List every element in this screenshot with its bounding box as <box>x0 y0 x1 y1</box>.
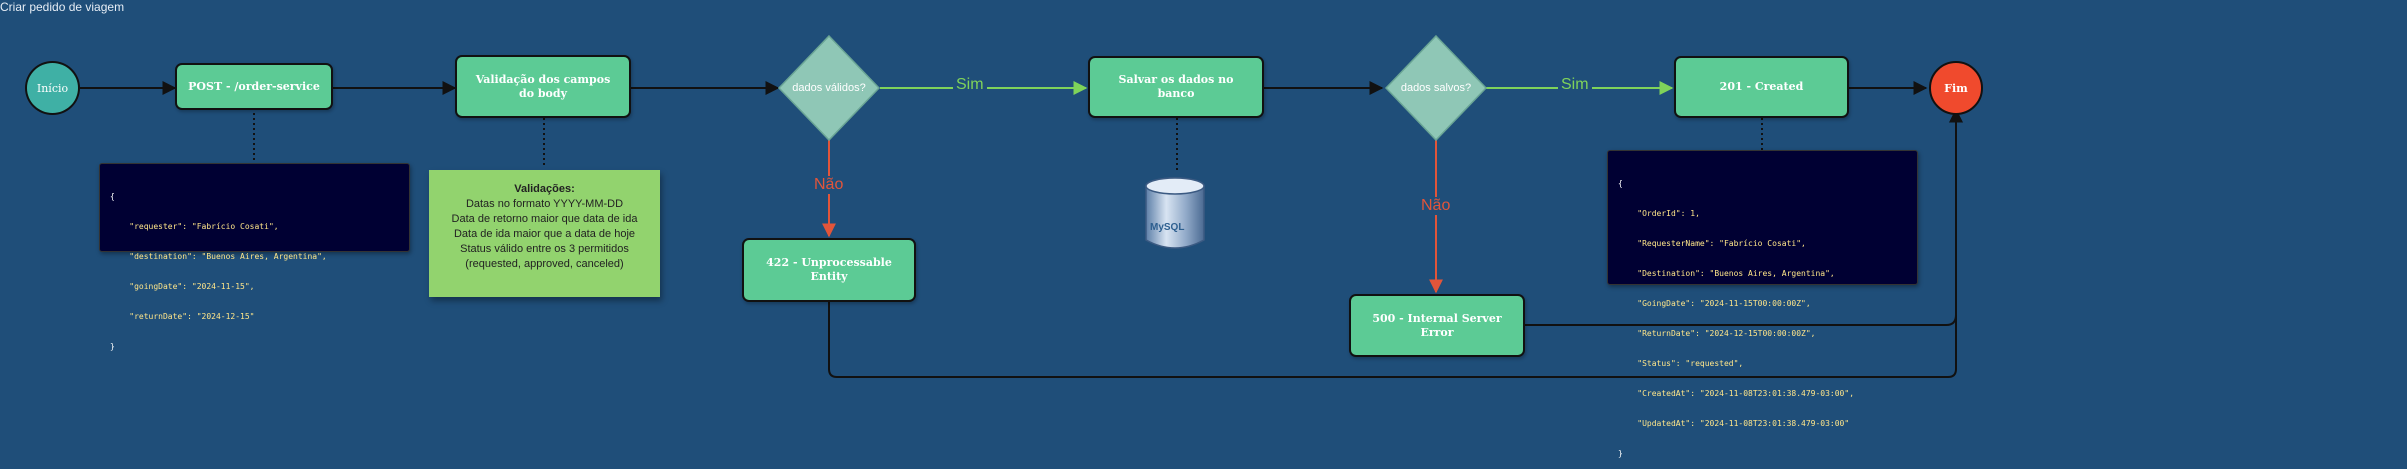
code-line: "OrderId": 1, <box>1618 209 1700 218</box>
validation-note-line: Data de ida maior que a data de hoje <box>453 228 636 240</box>
code-line: "RequesterName": "Fabrício Cosati", <box>1618 239 1806 248</box>
code-line: } <box>110 342 115 351</box>
validate-body-node[interactable]: Validação dos campos do body <box>455 55 631 118</box>
code-line: "CreatedAt": "2024-11-08T23:01:38.479-03… <box>1618 389 1855 398</box>
decision-valid-label: dados válidos? <box>792 81 866 94</box>
save-label: Salvar os dados no banco <box>1118 73 1234 100</box>
created-label: 201 - Created <box>1719 80 1804 93</box>
validation-note-title: Validações: <box>514 183 575 195</box>
validation-note-line: (requested, approved, canceled) <box>465 258 624 270</box>
code-line: "returnDate": "2024-12-15" <box>110 312 255 321</box>
decision-saved-diamond <box>1384 34 1488 142</box>
validate-label: Validação dos campos do body <box>475 72 611 100</box>
edge-label-no-1: Não <box>811 176 847 194</box>
edge-label-no-2: Não <box>1418 197 1454 215</box>
decision-valid-diamond <box>777 34 881 142</box>
flow-canvas <box>80 34 1963 378</box>
start-label: Início <box>36 81 69 95</box>
request-body-code: { "requester": "Fabrício Cosati", "desti… <box>99 163 410 351</box>
post-label: POST - /order-service <box>188 79 320 93</box>
edge-label-yes-2: Sim <box>1558 76 1592 94</box>
code-line: "goingDate": "2024-11-15", <box>110 282 255 291</box>
validation-note-line: Data de retorno maior que data de ida <box>451 213 638 225</box>
mysql-logo-text: MySQL <box>1150 222 1185 233</box>
unprocessable-label: 422 - Unprocessable Entity <box>766 256 892 283</box>
code-line: "destination": "Buenos Aires, Argentina"… <box>110 252 327 261</box>
code-line: "ReturnDate": "2024-12-15T00:00:00Z", <box>1618 329 1816 338</box>
code-line: } <box>1618 449 1623 458</box>
code-line: "requester": "Fabrício Cosati", <box>110 222 279 231</box>
code-line: "UpdatedAt": "2024-11-08T23:01:38.479-03… <box>1618 419 1850 428</box>
response-body-code: { "OrderId": 1, "RequesterName": "Fabríc… <box>1607 150 1918 458</box>
start-node[interactable]: Início <box>25 61 80 115</box>
validation-note-line: Datas no formato YYYY-MM-DD <box>465 198 624 210</box>
created-node[interactable]: 201 - Created <box>1674 56 1849 118</box>
end-node[interactable]: Fim <box>1929 61 1983 115</box>
code-line: { <box>1618 179 1623 188</box>
code-line: "Destination": "Buenos Aires, Argentina"… <box>1618 269 1835 278</box>
page-title: Criar pedido de viagem <box>0 0 125 14</box>
decision-saved-label: dados salvos? <box>1400 81 1472 94</box>
unprocessable-node[interactable]: 422 - Unprocessable Entity <box>742 238 916 302</box>
end-label: Fim <box>1944 81 1968 95</box>
post-order-service-node[interactable]: POST - /order-service <box>175 63 333 110</box>
server-error-node[interactable]: 500 - Internal Server Error <box>1349 294 1525 357</box>
validation-note: Validações: Datas no formato YYYY-MM-DD … <box>429 170 660 297</box>
validation-note-line: Status válido entre os 3 permitidos <box>460 243 629 255</box>
save-db-node[interactable]: Salvar os dados no banco <box>1088 56 1264 118</box>
edge-unprocessable-end <box>828 108 1963 378</box>
server-error-label: 500 - Internal Server Error <box>1372 311 1502 339</box>
code-line: { <box>110 192 115 201</box>
edge-server-error-end <box>1525 108 1963 326</box>
code-line: "GoingDate": "2024-11-15T00:00:00Z", <box>1618 299 1811 308</box>
edge-label-yes-1: Sim <box>953 76 987 94</box>
code-line: "Status": "requested", <box>1618 359 1744 368</box>
database-icon <box>1145 177 1205 249</box>
